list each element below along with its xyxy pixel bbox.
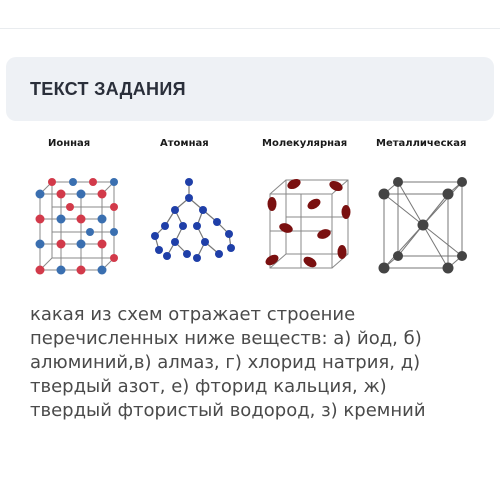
question-line-5: твердый фтористый водород, з) кремний	[30, 400, 426, 421]
molecular-lattice-image	[265, 178, 351, 269]
label-molecular: Молекулярная	[262, 138, 348, 149]
question-line-1: какая из схем отражает строение	[30, 304, 356, 325]
atomic-lattice-image	[151, 178, 235, 262]
question-line-4: твердый азот, е) фторид кальция, ж)	[30, 376, 387, 397]
label-metallic: Металлическая	[376, 138, 467, 149]
question-text: какая из схем отражает строение перечисл…	[30, 303, 485, 423]
label-atomic: Атомная	[160, 138, 209, 149]
label-ionic: Ионная	[48, 138, 91, 149]
ionic-lattice-image	[35, 178, 118, 275]
question-line-2: перечисленных ниже веществ: а) йод, б)	[30, 328, 422, 349]
top-bar	[0, 0, 500, 29]
ion-atoms	[35, 178, 118, 275]
atomic-atoms	[151, 178, 235, 262]
molecule-pairs	[265, 178, 351, 268]
metal-atoms	[378, 177, 467, 274]
crystal-lattices-figure: Ионная Атомная Молекулярная Металлическа…	[20, 138, 480, 288]
metallic-lattice-image	[378, 177, 467, 274]
question-line-3: алюминий,в) алмаз, г) хлорид натрия, д)	[30, 352, 421, 373]
task-title: ТЕКСТ ЗАДАНИЯ	[30, 79, 186, 99]
task-header: ТЕКСТ ЗАДАНИЯ	[6, 57, 494, 121]
